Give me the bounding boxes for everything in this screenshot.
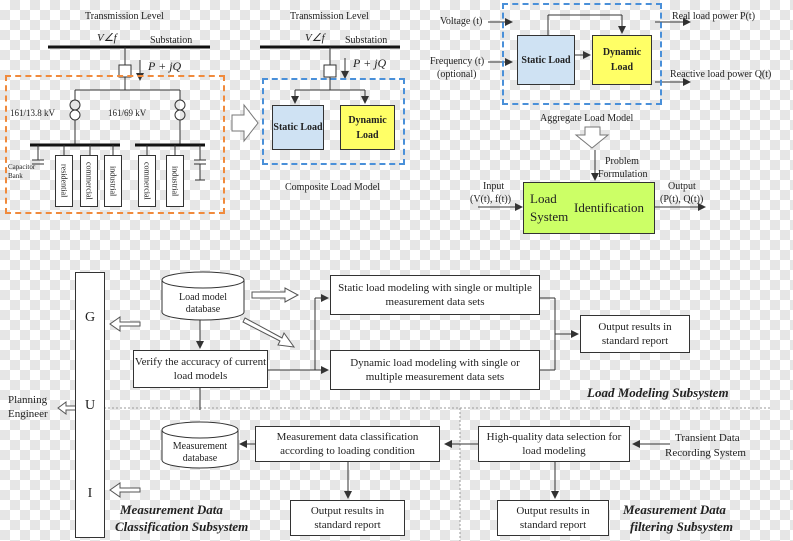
aggregate-load-frame bbox=[502, 3, 662, 105]
pq-label: P + jQ bbox=[148, 59, 182, 73]
output-results-box-2: Output results in standard report bbox=[290, 500, 405, 536]
filtering-subsystem-title-2: filtering Subsystem bbox=[630, 519, 733, 534]
load-industrial-1: industrial bbox=[104, 155, 122, 207]
output-label: Output bbox=[668, 181, 696, 192]
load-modeling-subsystem-title: Load Modeling Subsystem bbox=[587, 385, 729, 400]
reactive-power-label: Reactive load power Q(t) bbox=[670, 69, 772, 80]
gui-letter-i: I bbox=[87, 485, 93, 501]
aggregate-dynamic-load-box: Dynamic Load bbox=[592, 35, 652, 85]
formulation-label: Formulation bbox=[598, 169, 648, 180]
frequency-label: Frequency (t) bbox=[430, 56, 485, 67]
dynamic-load-box: Dynamic Load bbox=[340, 105, 395, 150]
gui-letter-g: G bbox=[84, 309, 96, 325]
measurement-database bbox=[161, 421, 239, 469]
classification-subsystem-title-2: Classification Subsystem bbox=[115, 519, 249, 534]
load-model-database-label: Load model database bbox=[178, 292, 228, 315]
aggregate-static-load-box: Static Load bbox=[517, 35, 575, 85]
transient-data-label: Transient Data bbox=[675, 432, 740, 444]
output-values: (P(t), Q(t)) bbox=[660, 194, 704, 205]
load-model-database bbox=[161, 271, 245, 321]
system-label: System bbox=[530, 209, 569, 224]
gui-letter-u: U bbox=[84, 397, 96, 413]
output-results-box-3: Output results in standard report bbox=[497, 500, 609, 536]
load-label: Load bbox=[530, 191, 557, 206]
substation-label-2: Substation bbox=[345, 35, 388, 46]
verify-box: Verify the accuracy of current load mode… bbox=[133, 350, 268, 388]
load-commercial-1: commercial bbox=[80, 155, 98, 207]
planning-label: Planning bbox=[8, 394, 48, 406]
vf-label: V∠f bbox=[97, 32, 117, 44]
data-selection-box: High-quality data selection for load mod… bbox=[478, 426, 630, 462]
xfmr2-label: 161/69 kV bbox=[108, 108, 147, 118]
identification-label: Identification bbox=[574, 200, 645, 215]
substation-label: Substation bbox=[150, 35, 193, 46]
composite-load-frame bbox=[262, 78, 405, 165]
optional-label: (optional) bbox=[437, 69, 477, 80]
gui-panel[interactable]: G U I bbox=[75, 272, 105, 538]
input-label: Input bbox=[483, 181, 505, 192]
aggregate-load-caption: Aggregate Load Model bbox=[540, 113, 634, 124]
dynamic-modeling-box: Dynamic load modeling with single or mul… bbox=[330, 350, 540, 390]
xfmr1-label: 161/13.8 kV bbox=[10, 108, 55, 118]
real-power-label: Real load power P(t) bbox=[672, 11, 756, 22]
load-commercial-2: commercial bbox=[138, 155, 156, 207]
composite-load-caption: Composite Load Model bbox=[285, 182, 380, 193]
static-load-box: Static Load bbox=[272, 105, 324, 150]
pq-label-2: P + jQ bbox=[353, 56, 387, 70]
recording-system-label: Recording System bbox=[665, 447, 746, 459]
transmission-level-label-2: Transmission Level bbox=[290, 11, 369, 22]
vf-label-2: V∠f bbox=[305, 32, 325, 44]
input-values: (V(t), f(t)) bbox=[470, 194, 512, 205]
distribution-system-frame bbox=[5, 75, 225, 214]
engineer-label: Engineer bbox=[8, 408, 48, 420]
transmission-level-label: Transmission Level bbox=[85, 11, 164, 22]
filtering-subsystem-title-1: Measurement Data bbox=[623, 502, 726, 517]
static-modeling-box: Static load modeling with single or mult… bbox=[330, 275, 540, 315]
problem-label: Problem bbox=[605, 156, 639, 167]
load-residential: residential bbox=[55, 155, 73, 207]
voltage-label: Voltage (t) bbox=[440, 16, 483, 27]
load-system-identification-box: Load System Identification bbox=[523, 182, 655, 234]
load-industrial-2: industrial bbox=[166, 155, 184, 207]
capacitor-bank-label: Capacitor Bank bbox=[8, 163, 36, 180]
classification-subsystem-title-1: Measurement Data bbox=[120, 502, 223, 517]
measurement-database-label: Measurement database bbox=[172, 441, 228, 464]
output-results-box-1: Output results in standard report bbox=[580, 315, 690, 353]
classification-box: Measurement data classification accordin… bbox=[255, 426, 440, 462]
